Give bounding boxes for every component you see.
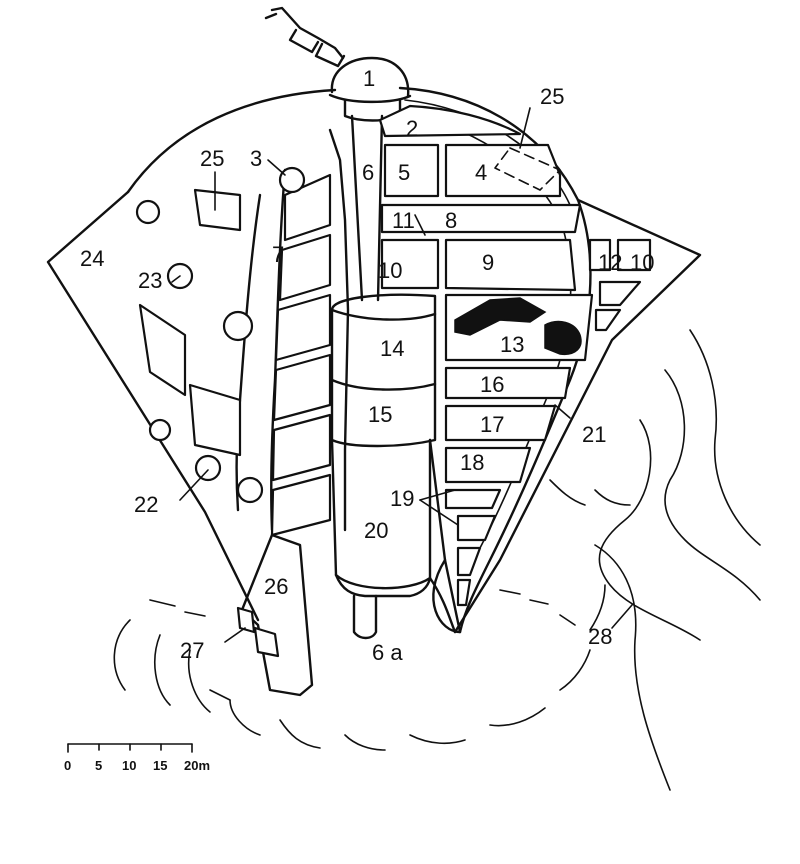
label-26: 26 — [264, 574, 288, 599]
label-25a: 25 — [200, 146, 224, 171]
scale-tick-15: 15 — [153, 758, 167, 773]
label-4: 4 — [475, 160, 487, 185]
label-21: 21 — [582, 422, 606, 447]
label-28: 28 — [588, 624, 612, 649]
label-14: 14 — [380, 336, 404, 361]
label-11: 11 — [392, 208, 415, 233]
label-19: 19 — [390, 486, 414, 511]
ground-hatching — [113, 329, 761, 791]
label-6: 6 — [362, 160, 374, 185]
label-7: 7 — [272, 242, 284, 267]
scale-tick-5: 5 — [95, 758, 102, 773]
scale-tick-10: 10 — [122, 758, 136, 773]
right-cells — [378, 104, 652, 607]
label-10: 10 — [378, 258, 402, 283]
scale-tick-0: 0 — [64, 758, 71, 773]
label-1: 1 — [363, 66, 375, 91]
label-2: 2 — [406, 116, 418, 141]
label-6a: 6 a — [372, 640, 403, 665]
central-core — [264, 6, 462, 640]
scale-tick-20: 20m — [184, 758, 210, 773]
label-25b: 25 — [540, 84, 564, 109]
label-3: 3 — [250, 146, 262, 171]
label-27: 27 — [180, 638, 204, 663]
scale-bar: 0 5 10 15 20m — [64, 743, 210, 773]
callout-labels: 1 2 3 4 5 6 6 a 7 8 9 10 11 12 13 14 15 … — [80, 66, 654, 665]
label-13: 13 — [500, 332, 524, 357]
label-20: 20 — [364, 518, 388, 543]
label-23: 23 — [138, 268, 162, 293]
label-5: 5 — [398, 160, 410, 185]
label-17: 17 — [480, 412, 504, 437]
label-9: 9 — [482, 250, 494, 275]
label-16: 16 — [480, 372, 504, 397]
label-10b: 10 — [630, 250, 654, 275]
label-8: 8 — [445, 208, 457, 233]
label-24: 24 — [80, 246, 104, 271]
label-18: 18 — [460, 450, 484, 475]
pods — [135, 166, 306, 504]
leader-lines — [171, 107, 633, 643]
label-12: 12 — [598, 250, 622, 275]
label-15: 15 — [368, 402, 392, 427]
label-22: 22 — [134, 492, 158, 517]
left-cells — [138, 128, 350, 697]
